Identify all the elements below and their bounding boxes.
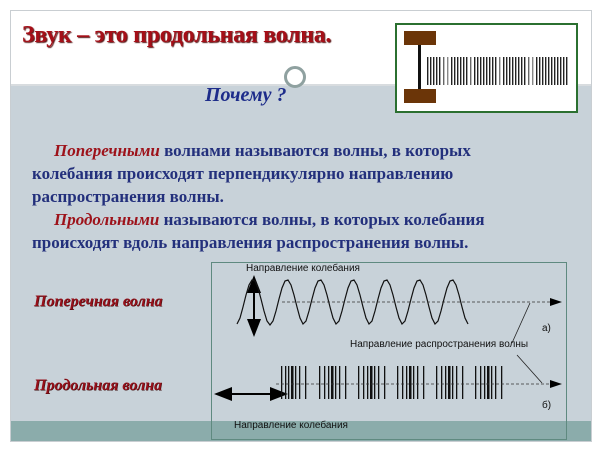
propagation-arrow-icon (550, 298, 562, 306)
label-longitudinal-wave: Продольная волна (34, 377, 163, 394)
definition-longitudinal-line2: происходят вдоль направления распростран… (32, 233, 469, 252)
question-heading: Почему ? (205, 84, 287, 106)
footer-band (11, 421, 591, 441)
longitudinal-compression-bars (281, 366, 503, 399)
tuning-fork-sound-wave-icon (395, 23, 578, 113)
definition-longitudinal-line1: Продольными называются волны, в которых … (32, 208, 485, 231)
vertical-double-arrow-icon (247, 275, 261, 337)
wave-diagram-svg (214, 275, 562, 401)
term-longitudinal: Продольными (54, 210, 160, 229)
marker-b: б) (542, 400, 552, 411)
marker-a: а) (542, 323, 551, 334)
oscillation-direction-label-bottom: Направление колебания (234, 420, 348, 431)
definition-transverse-line2: колебания происходят перпендикулярно нап… (32, 164, 454, 183)
definition-text: называются волны, в которых колебания (159, 210, 485, 229)
wave-diagram: Направление колебания а) Направление рас… (211, 262, 567, 440)
propagation-arrow-icon (550, 380, 562, 388)
term-transverse: Поперечными (54, 141, 160, 160)
horizontal-double-arrow-icon (214, 387, 288, 401)
definition-transverse-line3: распространения волны. (32, 187, 224, 206)
slide-body (11, 86, 591, 421)
propagation-direction-label: Направление распространения волны (350, 339, 529, 350)
ring-ornament-icon (284, 66, 306, 88)
slide-title: Звук – это продольная волна. (22, 22, 332, 48)
oscillation-direction-label-top: Направление колебания (246, 263, 360, 274)
label-transverse-wave: Поперечная волна (34, 293, 163, 310)
tuning-fork-svg (404, 31, 568, 103)
definition-text: волнами называются волны, в которых (159, 141, 471, 160)
transverse-sine-wave (236, 279, 469, 326)
compression-bars (427, 57, 568, 85)
definition-transverse-line1: Поперечными волнами называются волны, в … (32, 139, 471, 162)
